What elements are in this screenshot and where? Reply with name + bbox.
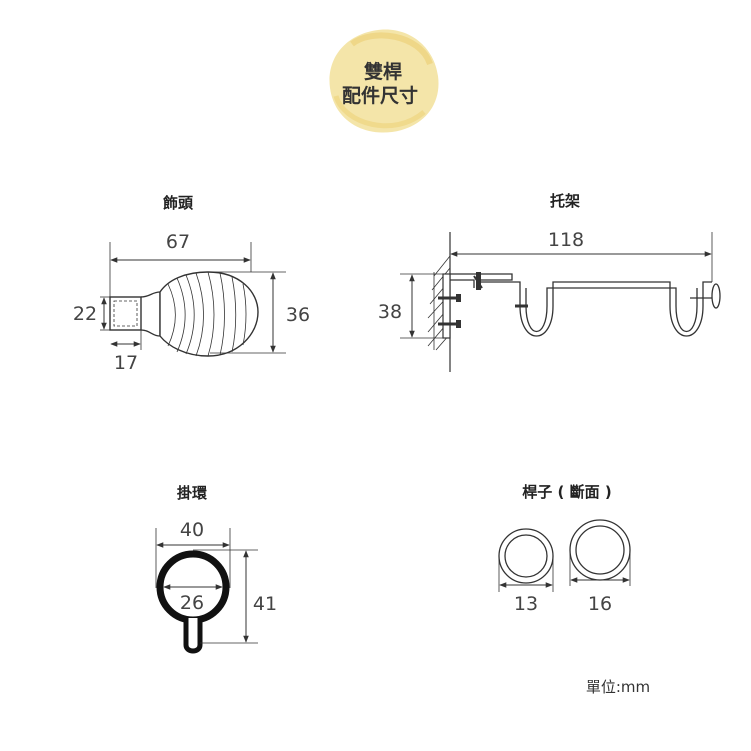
rod-small-label: 13 [514, 593, 538, 615]
knob-icon [690, 283, 721, 309]
bracket-plate [442, 273, 451, 339]
bracket-length-label: 118 [548, 229, 584, 251]
rod-large-outer [569, 519, 631, 581]
finial-section: 飾頭 67 22 17 [73, 194, 310, 374]
rod-title: 桿子 ( 斷面 ) [522, 483, 611, 501]
finial-height-label: 36 [286, 304, 310, 326]
finial-socket-height-label: 22 [73, 303, 97, 325]
rod-small-inner [504, 534, 548, 578]
bracket-arm [450, 273, 712, 337]
bracket-section: 托架 118 [378, 192, 721, 372]
finial-title: 飾頭 [163, 194, 194, 212]
ring-height-label: 41 [253, 593, 277, 615]
rod-section: 桿子 ( 斷面 ) 13 16 [498, 483, 631, 615]
bracket-title: 托架 [550, 192, 580, 210]
header-line2: 配件尺寸 [342, 84, 418, 107]
rod-large-label: 16 [588, 593, 612, 615]
yellow-brush-circle [329, 29, 439, 133]
header-line1: 雙桿 [364, 60, 402, 83]
header-badge: 雙桿 配件尺寸 [329, 29, 439, 133]
unit-label: 單位:mm [586, 678, 650, 696]
ring-outer-label: 40 [180, 519, 204, 541]
ring-section: 掛環 40 26 41 [155, 484, 277, 654]
screw-icon [438, 294, 461, 328]
ring-title: 掛環 [177, 484, 208, 502]
finial-socket [109, 296, 142, 331]
bracket-height-label: 38 [378, 301, 402, 323]
rod-large-inner [575, 525, 625, 575]
finial-length-label: 67 [166, 231, 190, 253]
finial-socket-length-label: 17 [114, 352, 138, 374]
ring-inner-label: 26 [180, 592, 204, 614]
finial-ball [159, 271, 259, 357]
rod-small-outer [498, 528, 554, 584]
